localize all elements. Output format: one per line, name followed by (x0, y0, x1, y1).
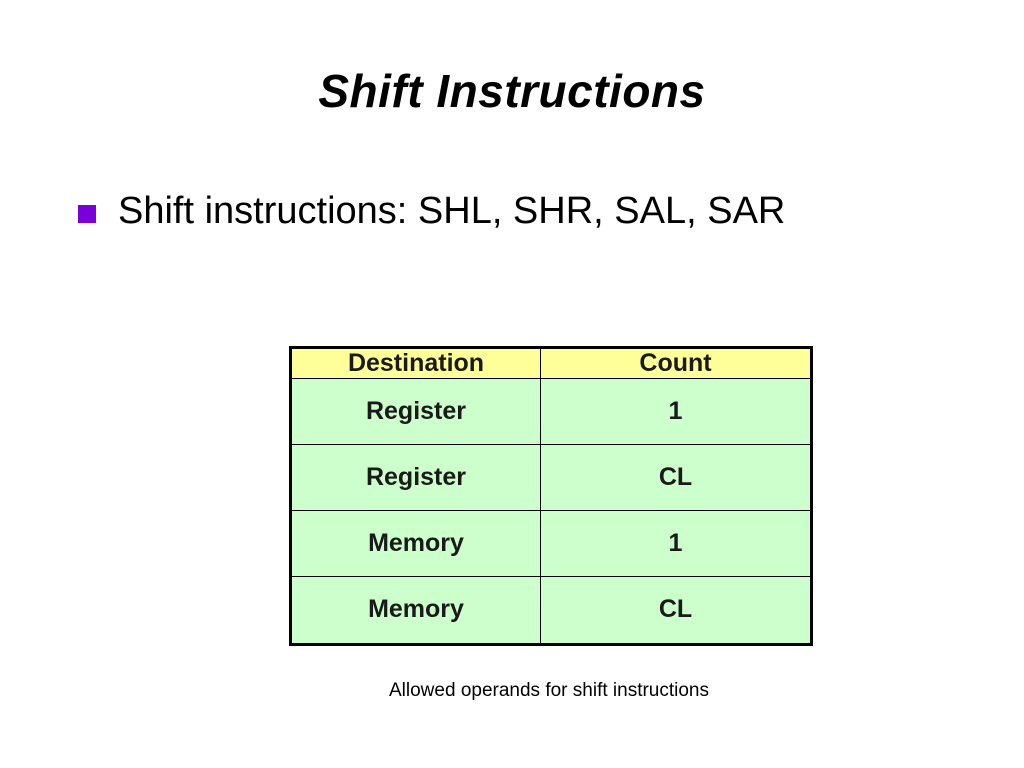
table-row: Memory 1 (290, 509, 812, 577)
header-destination: Destination (290, 347, 541, 379)
bullet-text: Shift instructions: SHL, SHR, SAL, SAR (118, 190, 786, 232)
header-count: Count (540, 347, 812, 379)
table-header-row: Destination Count (290, 347, 812, 379)
cell-count: 1 (540, 378, 812, 445)
cell-destination: Register (290, 443, 541, 511)
cell-destination: Register (290, 378, 541, 445)
square-bullet-icon (78, 204, 96, 223)
bullet-item: Shift instructions: SHL, SHR, SAL, SAR (78, 190, 785, 233)
table-row: Register 1 (290, 378, 812, 445)
table-row: Memory CL (290, 575, 812, 646)
cell-count: 1 (540, 509, 812, 577)
slide-title: Shift Instructions (318, 65, 706, 117)
cell-destination: Memory (290, 509, 541, 577)
cell-destination: Memory (290, 575, 541, 646)
operands-table: Destination Count Register 1 Register CL… (289, 346, 813, 646)
table-row: Register CL (290, 443, 812, 511)
table-caption: Allowed operands for shift instructions (389, 680, 709, 701)
cell-count: CL (540, 575, 812, 646)
cell-count: CL (540, 443, 812, 511)
